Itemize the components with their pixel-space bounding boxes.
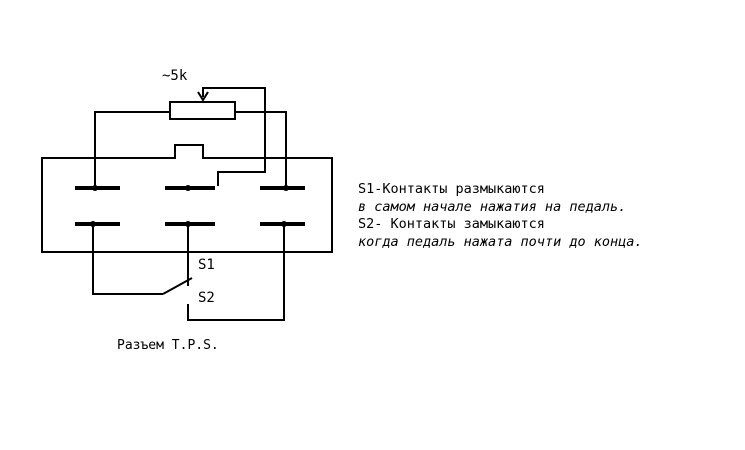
connector-housing [41,144,333,253]
note-line-1: S1-Контакты размыкаются [358,181,545,197]
connector-caption: Разъем T.P.S. [117,338,219,353]
potentiometer-resistor [169,101,236,120]
s2-wire [187,224,285,321]
resistor-value-label: ~5k [162,68,188,84]
junction-dot [283,185,289,191]
junction-dot [185,185,191,191]
switch-s2-label: S2 [198,290,215,306]
note-line-4: когда педаль нажата почти до конца. [358,234,642,250]
junction-dot [92,185,98,191]
switch-s1-label: S1 [198,257,215,273]
resistor-right-lead [235,111,287,187]
wiper-lead [202,87,266,186]
resistor-left-lead [94,111,170,187]
note-line-3: S2- Контакты замыкаются [358,216,545,232]
s1-left-wire [92,224,163,295]
wiper-arrow-icon [197,91,209,102]
note-line-2: в самом начале нажатия на педаль. [358,199,626,215]
